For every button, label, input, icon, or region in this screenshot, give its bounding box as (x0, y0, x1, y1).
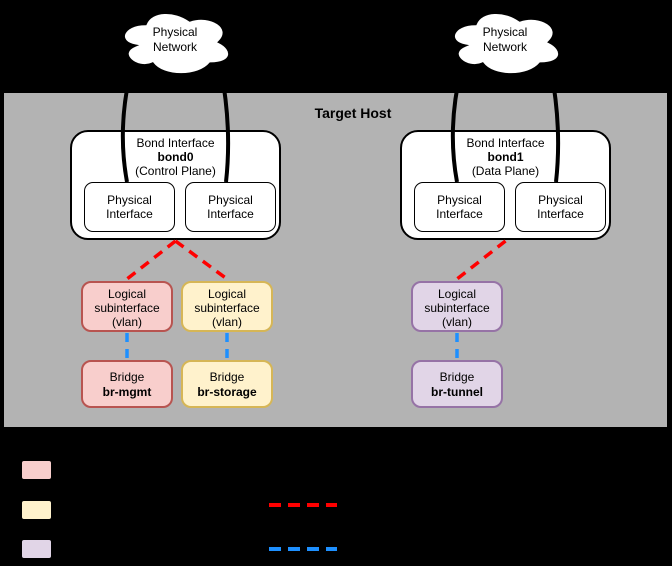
bridge-br-tunnel-box: Bridge br-tunnel (411, 360, 503, 408)
bond0-header: Bond Interface bond0 (Control Plane) (72, 132, 279, 178)
legend-swatch-mgmt (21, 460, 52, 480)
vlan-subinterface-tunnel-box: Logical subinterface (vlan) (411, 281, 503, 332)
vlan-label: subinterface (94, 301, 160, 315)
physical-interface-box: Physical Interface (414, 182, 505, 232)
bond1-header: Bond Interface bond1 (Data Plane) (402, 132, 609, 178)
bond0-box: Bond Interface bond0 (Control Plane) Phy… (70, 130, 281, 240)
physical-interface-box: Physical Interface (84, 182, 175, 232)
vlan-label: (vlan) (441, 315, 472, 329)
bond-title: Bond Interface (466, 136, 545, 150)
cloud-label-line: Physical (482, 25, 528, 39)
physical-interface-label: Physical (437, 193, 482, 207)
physical-interface-label: Interface (537, 207, 584, 221)
physical-interface-label: Physical (208, 193, 253, 207)
bond-name: bond1 (487, 150, 524, 164)
vlan-label: Logical (107, 287, 147, 301)
physical-interface-label: Interface (207, 207, 254, 221)
physical-network-label: Physical Network (446, 25, 564, 55)
physical-network-label: Physical Network (116, 25, 234, 55)
cloud-label-line: Network (152, 40, 197, 54)
vlan-label: (vlan) (211, 315, 242, 329)
bridge-title: Bridge (109, 370, 145, 384)
legend-swatch-storage (21, 500, 52, 520)
bridge-name: br-storage (197, 385, 257, 399)
physical-interface-label: Interface (106, 207, 153, 221)
vlan-label: Logical (437, 287, 477, 301)
bond-name: bond0 (157, 150, 194, 164)
physical-interface-box: Physical Interface (185, 182, 276, 232)
vlan-subinterface-storage-box: Logical subinterface (vlan) (181, 281, 273, 332)
bond-plane: (Control Plane) (135, 164, 216, 178)
cloud-label-line: Network (482, 40, 527, 54)
vlan-label: subinterface (194, 301, 260, 315)
bridge-title: Bridge (209, 370, 245, 384)
physical-interface-label: Physical (538, 193, 583, 207)
vlan-label: Logical (207, 287, 247, 301)
bridge-br-mgmt-box: Bridge br-mgmt (81, 360, 173, 408)
vlan-label: (vlan) (111, 315, 142, 329)
bond-title: Bond Interface (136, 136, 215, 150)
physical-interface-label: Interface (436, 207, 483, 221)
bridge-title: Bridge (439, 370, 475, 384)
bond1-box: Bond Interface bond1 (Data Plane) Physic… (400, 130, 611, 240)
cloud-label-line: Physical (152, 25, 198, 39)
legend-swatch-tunnel (21, 539, 52, 559)
physical-interface-label: Physical (107, 193, 152, 207)
bridge-name: br-tunnel (431, 385, 483, 399)
vlan-label: subinterface (424, 301, 490, 315)
target-host-label: Target Host (314, 105, 392, 121)
bond-plane: (Data Plane) (471, 164, 540, 178)
bridge-br-storage-box: Bridge br-storage (181, 360, 273, 408)
vlan-subinterface-mgmt-box: Logical subinterface (vlan) (81, 281, 173, 332)
physical-interface-box: Physical Interface (515, 182, 606, 232)
bridge-name: br-mgmt (102, 385, 152, 399)
